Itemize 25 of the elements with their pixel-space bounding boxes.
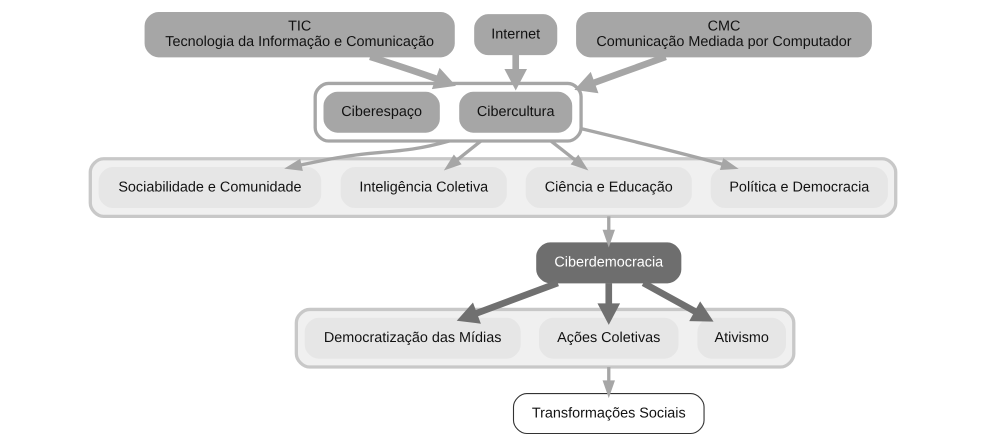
node-box: TIC Tecnologia da Informação e Comunicação [144, 12, 455, 58]
node-box: Política e Democracia [710, 167, 888, 208]
arrow [602, 216, 615, 248]
node-box: CMC Comunicação Mediada por Computador [576, 12, 872, 58]
node-box: Ciência e Educação [526, 167, 692, 208]
arrow [602, 367, 615, 398]
node-box: Transformações Sociais [512, 393, 705, 434]
node-box: Cibercultura [459, 92, 572, 133]
node-box: Sociabilidade e Comunidade [98, 167, 322, 208]
node-box: Ações Coletivas [538, 318, 679, 359]
node-box: Ciberdemocracia [536, 242, 682, 284]
node-box: Inteligência Coletiva [340, 167, 507, 208]
cluster [294, 308, 796, 369]
arrow [550, 140, 588, 170]
arrow [504, 54, 528, 91]
node-box: Internet [474, 14, 558, 56]
node-box: Ciberespaço [324, 92, 440, 133]
node-box: Democratização das Mídias [304, 318, 521, 359]
arrow [642, 280, 714, 322]
node-box: Ativismo [697, 318, 786, 359]
cluster [314, 82, 583, 143]
arrow [580, 127, 739, 170]
arrow [597, 283, 620, 325]
arrow [444, 140, 482, 170]
arrow [284, 139, 450, 171]
